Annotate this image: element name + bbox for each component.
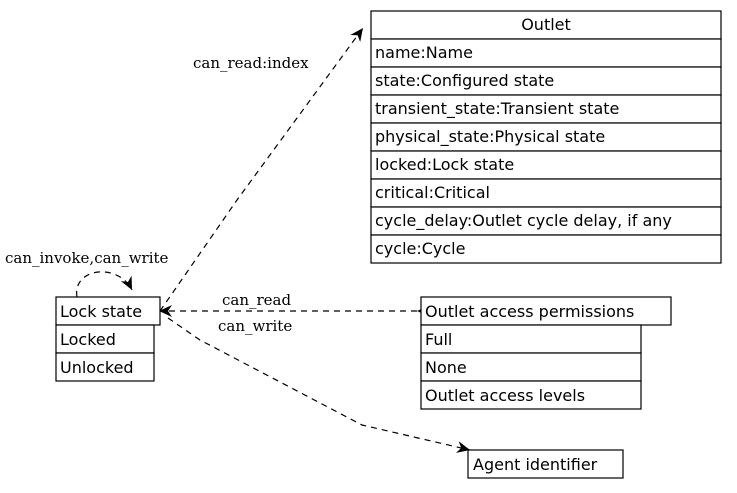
edge-label-can-write: can_write <box>218 317 292 335</box>
node-lock-state-header: Lock state <box>60 302 142 321</box>
node-outlet-row: locked:Lock state <box>375 155 514 174</box>
edge-label-can-read-index: can_read:index <box>193 54 309 72</box>
node-lock-state-row: Unlocked <box>60 358 134 377</box>
node-agent-identifier-header: Agent identifier <box>473 455 598 474</box>
edge-lockstate-to-agent <box>167 317 471 453</box>
node-lock-state: Lock state Locked Unlocked <box>55 296 161 382</box>
node-outlet-row: state:Configured state <box>375 71 554 90</box>
node-outlet-header: Outlet <box>521 15 571 34</box>
edge-lockstate-to-outlet <box>159 27 364 312</box>
node-agent-identifier: Agent identifier <box>467 449 624 479</box>
node-permissions-row: None <box>425 358 467 377</box>
node-outlet-row: critical:Critical <box>375 183 490 202</box>
edge-label-can-read: can_read <box>222 291 291 309</box>
edge-lockstate-self-loop <box>76 271 133 298</box>
node-outlet-row: cycle_delay:Outlet cycle delay, if any <box>375 211 672 231</box>
node-permissions-row: Full <box>425 330 452 349</box>
node-outlet-row: transient_state:Transient state <box>375 99 619 119</box>
node-outlet-row: name:Name <box>375 43 473 62</box>
node-lock-state-row: Locked <box>60 330 116 349</box>
node-permissions-header: Outlet access permissions <box>425 302 634 321</box>
edge-label-can-invoke-can-write: can_invoke,can_write <box>5 249 169 267</box>
node-outlet-row: physical_state:Physical state <box>375 127 605 147</box>
node-permissions-row: Outlet access levels <box>425 386 585 405</box>
node-outlet: Outlet name:Name state:Configured state … <box>370 10 722 264</box>
node-outlet-access-permissions: Outlet access permissions Full None Outl… <box>420 296 672 410</box>
node-outlet-row: cycle:Cycle <box>375 239 465 258</box>
